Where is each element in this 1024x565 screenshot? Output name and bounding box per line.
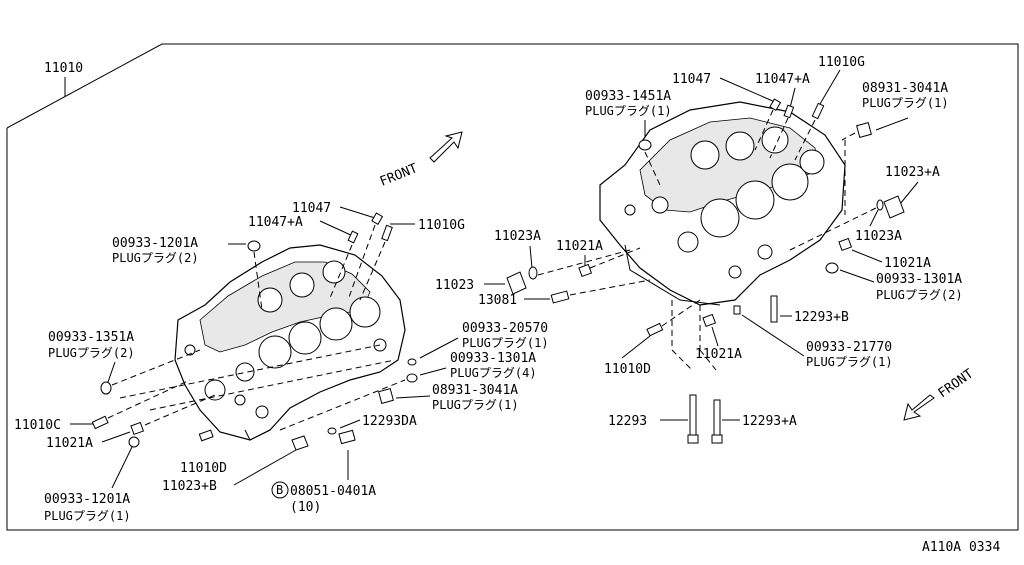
- pin-11010d-left: [198, 429, 214, 442]
- main-part-number[interactable]: 11010: [44, 61, 83, 76]
- bolt-12293-head: [687, 434, 699, 444]
- label-00933-21770[interactable]: 00933-21770: [806, 340, 892, 355]
- label-plug-2-1301-right[interactable]: PLUGプラグ(2): [876, 288, 963, 302]
- plug-11023: [506, 271, 527, 295]
- label-12293da[interactable]: 12293DA: [362, 414, 417, 429]
- bolt-12293a: [713, 399, 721, 436]
- plug-11047-left: [371, 212, 384, 226]
- label-11010c[interactable]: 11010C: [14, 418, 61, 433]
- seal-11023a-mid: [528, 266, 538, 280]
- plug-11047-right: [769, 98, 782, 112]
- label-11047-right[interactable]: 11047: [672, 72, 711, 87]
- right-engine-block: [599, 101, 846, 306]
- pin-11010c: [91, 415, 109, 430]
- label-00933-1451a[interactable]: 00933-1451A: [585, 89, 671, 104]
- bolt-12293: [689, 394, 697, 436]
- label-11047a-left[interactable]: 11047+A: [248, 215, 303, 230]
- bolt-mark-b: [271, 481, 289, 499]
- label-00933-1201a-top[interactable]: 00933-1201A: [112, 236, 198, 251]
- label-plug-1-20570[interactable]: PLUGプラグ(1): [462, 336, 549, 350]
- plug-11021a-right: [838, 237, 853, 252]
- plug-00933-1301a-left: [406, 373, 418, 383]
- label-00933-1351a[interactable]: 00933-1351A: [48, 330, 134, 345]
- label-11023a-right[interactable]: 11023A: [855, 229, 902, 244]
- front-label-upper[interactable]: FRONT: [378, 161, 420, 190]
- label-08051-qty[interactable]: (10): [290, 500, 321, 515]
- label-00933-1201a-bottom[interactable]: 00933-1201A: [44, 492, 130, 507]
- bolt-12293a-head: [711, 434, 723, 444]
- front-arrow-upper: FRONT: [378, 131, 463, 190]
- plug-00933-1301a-right: [825, 262, 839, 274]
- label-plug-1-21770[interactable]: PLUGプラグ(1): [806, 355, 893, 369]
- plug-00933-1201a-bottom: [128, 436, 140, 448]
- label-11010g-left[interactable]: 11010G: [418, 218, 465, 233]
- bolt-12293b: [770, 295, 778, 323]
- label-00933-1301a-right[interactable]: 00933-1301A: [876, 272, 962, 287]
- label-11021a-mid[interactable]: 11021A: [556, 239, 603, 254]
- label-11047a-right[interactable]: 11047+A: [755, 72, 810, 87]
- label-11010d-right[interactable]: 11010D: [604, 362, 651, 377]
- label-08051-0401a[interactable]: 08051-0401A: [290, 484, 376, 499]
- plug-00933-21770: [733, 305, 741, 315]
- label-08931-3041a-left[interactable]: 08931-3041A: [432, 383, 518, 398]
- label-11021a-low[interactable]: 11021A: [695, 347, 742, 362]
- diagram-frame: [6, 43, 1019, 531]
- plug-11021a-mid: [578, 263, 593, 278]
- label-00933-1301a-left[interactable]: 00933-1301A: [450, 351, 536, 366]
- pin-11010g-left: [381, 224, 393, 242]
- label-11023[interactable]: 11023: [435, 278, 474, 293]
- plug-11021a-low: [702, 313, 717, 328]
- seal-11023a-right: [876, 199, 884, 211]
- label-11010d-left[interactable]: 11010D: [180, 461, 227, 476]
- main-part-callout: 11010: [44, 61, 83, 97]
- plug-00933-20570: [407, 358, 417, 366]
- plug-11023b: [291, 435, 309, 451]
- label-plug-2-1351[interactable]: PLUGプラグ(2): [48, 346, 135, 360]
- front-label-lower[interactable]: FRONT: [936, 366, 977, 401]
- label-08931-3041a-right[interactable]: 08931-3041A: [862, 81, 948, 96]
- label-12293[interactable]: 12293: [608, 414, 647, 429]
- label-11023a-mid[interactable]: 11023A: [494, 229, 541, 244]
- dowel-11047a-left: [347, 230, 359, 244]
- label-11010g-right[interactable]: 11010G: [818, 55, 865, 70]
- label-11047-left[interactable]: 11047: [292, 201, 331, 216]
- pin-11010d-right: [646, 322, 664, 337]
- label-12293a[interactable]: 12293+A: [742, 414, 797, 429]
- label-11023a-plus[interactable]: 11023+A: [885, 165, 940, 180]
- label-11023b[interactable]: 11023+B: [162, 479, 217, 494]
- label-plug-1-08931-left[interactable]: PLUGプラグ(1): [432, 398, 519, 412]
- left-engine-block: [174, 244, 406, 441]
- plug-11021a-left: [130, 421, 145, 436]
- stud-13081: [550, 290, 570, 304]
- label-00933-20570[interactable]: 00933-20570: [462, 321, 548, 336]
- right-block-callouts: 11047 11047+A 11010G 00933-1451A PLUGプラグ…: [435, 55, 963, 444]
- label-plug-1-1451[interactable]: PLUGプラグ(1): [585, 104, 672, 118]
- plug-00933-1351a: [100, 381, 112, 395]
- label-11021a-left[interactable]: 11021A: [46, 436, 93, 451]
- pin-11010g-right: [811, 102, 825, 120]
- label-plug-4-1301[interactable]: PLUGプラグ(4): [450, 366, 537, 380]
- plug-08931-3041a-left: [378, 388, 394, 404]
- label-12293b[interactable]: 12293+B: [794, 310, 849, 325]
- plug-08931-3041a-right: [856, 122, 872, 138]
- label-plug-2-top[interactable]: PLUGプラグ(2): [112, 251, 199, 265]
- front-arrow-lower: FRONT: [903, 366, 977, 421]
- label-11021a-right[interactable]: 11021A: [884, 256, 931, 271]
- plug-00933-1201a-top: [247, 240, 261, 252]
- front-arrow-icon-lower: [903, 394, 935, 421]
- plug-11023a-plus: [883, 195, 905, 219]
- front-arrow-icon-upper: [429, 131, 463, 163]
- washer-12293da: [327, 427, 337, 435]
- figure-code[interactable]: A110A 0334: [922, 540, 1000, 555]
- label-bolt-mark[interactable]: B: [276, 483, 283, 497]
- dowel-11047a-right: [783, 104, 795, 119]
- bolt-08051-0401a: [338, 429, 356, 445]
- plug-00933-1451a: [638, 139, 652, 151]
- label-plug-1-bottom[interactable]: PLUGプラグ(1): [44, 509, 131, 523]
- left-block-callouts: 11047 11047+A 11010G 00933-1201A PLUGプラグ…: [14, 201, 549, 523]
- label-plug-1-08931-right[interactable]: PLUGプラグ(1): [862, 96, 949, 110]
- label-13081[interactable]: 13081: [478, 293, 517, 308]
